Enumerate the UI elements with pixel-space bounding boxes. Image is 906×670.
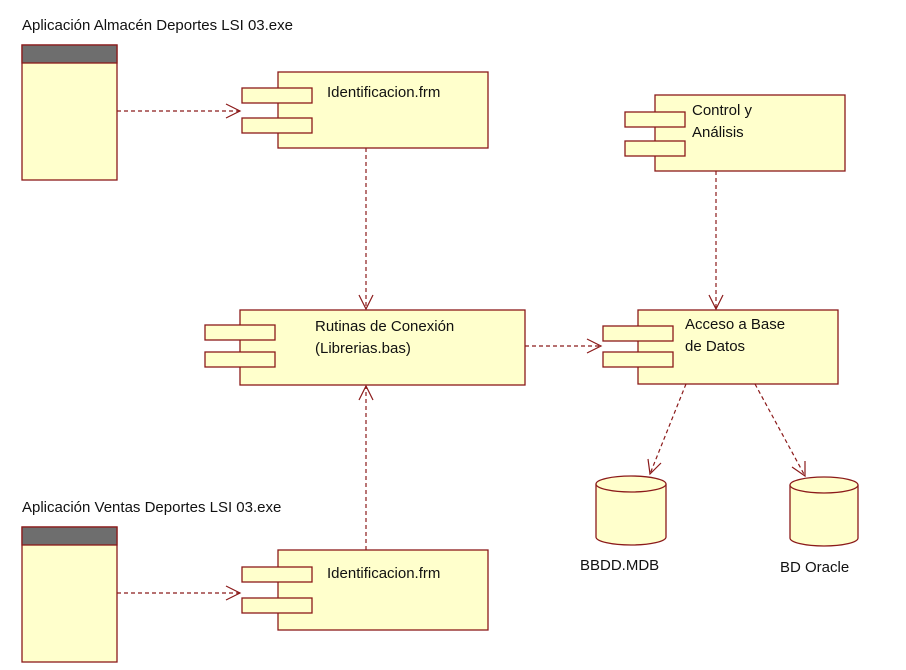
component-acceso-label-line2: de Datos [685,338,745,355]
database-bbdd-mdb[interactable]: BBDD.MDB [580,475,667,574]
component-port-icon [602,351,674,368]
component-body [637,309,839,385]
executable-almacen-title: Aplicación Almacén Deportes LSI 03.exe [22,17,293,34]
component-body [277,549,489,631]
dependency-line [754,383,806,477]
database-cylinder-top [595,475,667,493]
component-port-icon [241,117,313,134]
component-identificacion-top[interactable]: Identificacion.frm [241,71,489,149]
component-identificacion-top-label: Identificacion.frm [327,84,440,101]
database-bd-oracle[interactable]: BD Oracle [780,476,859,576]
dependency-ventas-to-identificacion [117,585,242,601]
dependency-identificacion-top-to-rutinas [358,148,374,311]
component-identificacion-bottom[interactable]: Identificacion.frm [241,549,489,631]
dependency-rutinas-to-acceso [525,338,603,354]
component-body [654,94,846,172]
arrowhead [358,294,374,311]
component-acceso-base-datos[interactable]: Acceso a Base de Datos [602,309,839,385]
database-cylinder-top [789,476,859,494]
dependency-acceso-to-bd-oracle [754,383,806,478]
arrowhead [586,338,603,354]
component-port-icon [241,597,313,614]
window-almacen-frame [21,44,118,181]
component-port-icon [602,325,674,342]
dependency-almacen-to-identificacion [117,103,242,119]
component-control-label-line2: Análisis [692,124,744,141]
component-port-icon [241,87,313,104]
database-bd-oracle-label: BD Oracle [780,559,849,576]
component-rutinas-label-line1: Rutinas de Conexión [315,318,454,335]
component-identificacion-bottom-label: Identificacion.frm [327,565,440,582]
component-port-icon [241,566,313,583]
component-body [277,71,489,149]
component-control-analisis[interactable]: Control y Análisis [624,94,846,172]
dependency-acceso-to-bbdd-mdb [647,383,687,476]
component-control-label-line1: Control y [692,102,753,119]
dependency-line [649,383,687,475]
component-port-icon [624,111,686,128]
arrowhead [708,294,724,311]
arrowhead [791,461,806,478]
component-body [239,309,526,386]
component-rutinas-label-line2: (Librerias.bas) [315,340,411,357]
arrowhead [225,103,242,119]
dependency-identificacion-bottom-to-rutinas [358,384,374,550]
arrowhead [225,585,242,601]
component-port-icon [624,140,686,157]
executable-ventas-title: Aplicación Ventas Deportes LSI 03.exe [22,499,281,516]
database-bbdd-mdb-label: BBDD.MDB [580,557,659,574]
executable-almacen[interactable]: Aplicación Almacén Deportes LSI 03.exe [21,17,293,181]
executable-ventas[interactable]: Aplicación Ventas Deportes LSI 03.exe [21,499,281,663]
window-almacen-titlebar [21,44,118,64]
component-port-icon [204,351,276,368]
arrowhead [647,458,662,476]
component-port-icon [204,324,276,341]
arrowhead [358,384,374,401]
dependency-control-to-acceso [708,171,724,311]
database-cylinder-body [789,485,859,547]
database-cylinder-body [595,484,667,546]
window-ventas-titlebar [21,526,118,546]
component-acceso-label-line1: Acceso a Base [685,316,785,333]
component-rutinas-conexion[interactable]: Rutinas de Conexión (Librerias.bas) [204,309,526,386]
window-ventas-frame [21,526,118,663]
